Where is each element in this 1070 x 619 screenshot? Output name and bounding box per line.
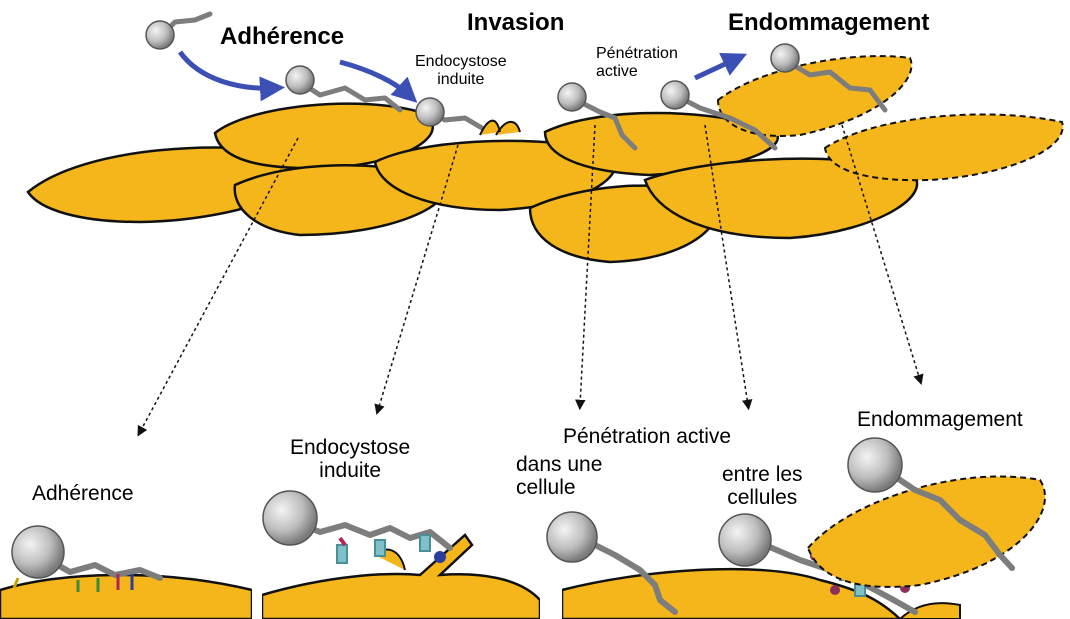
label-damage-top: Endommagement — [728, 10, 929, 36]
yeast-cell — [416, 98, 444, 126]
panel-damage — [808, 438, 1045, 587]
arrow-to-damage — [695, 58, 738, 78]
panel-adherence — [0, 526, 252, 619]
yeast-cell — [719, 514, 771, 566]
panel-divider — [540, 580, 562, 619]
cell-surface — [262, 535, 540, 619]
yeast-cell — [558, 83, 586, 111]
cell-surface — [0, 575, 252, 619]
arrow-to-adherence — [180, 52, 275, 88]
label-between-cells: entre les cellules — [722, 463, 803, 509]
label-penetration-top: Pénétration active — [596, 45, 678, 80]
yeast-cell — [263, 491, 317, 545]
label-adherence-bottom: Adhérence — [32, 482, 134, 505]
label-damage-bottom: Endommagement — [857, 408, 1023, 431]
label-inside-cell: dans une cellule — [516, 453, 602, 499]
panel-endocytosis — [262, 491, 540, 619]
yeast-cell — [12, 526, 64, 578]
label-penetration-bottom: Pénétration active — [563, 425, 731, 448]
yeast-cell — [146, 21, 174, 49]
hyphal-tips-top — [480, 121, 520, 135]
label-invasion-top: Invasion — [467, 10, 564, 36]
yeast-cell — [286, 66, 314, 94]
label-adherence-top: Adhérence — [220, 24, 344, 50]
panel-divider — [252, 580, 262, 619]
yeast-cell — [547, 512, 597, 562]
yeast-cell — [848, 438, 902, 492]
yeast-cell — [661, 81, 689, 109]
damaged-cell — [825, 114, 1063, 180]
label-endocytosis-bottom: Endocystose induite — [290, 436, 410, 482]
yeast-cell — [771, 44, 799, 72]
label-endocytosis-top: Endocystose induite — [415, 53, 507, 88]
